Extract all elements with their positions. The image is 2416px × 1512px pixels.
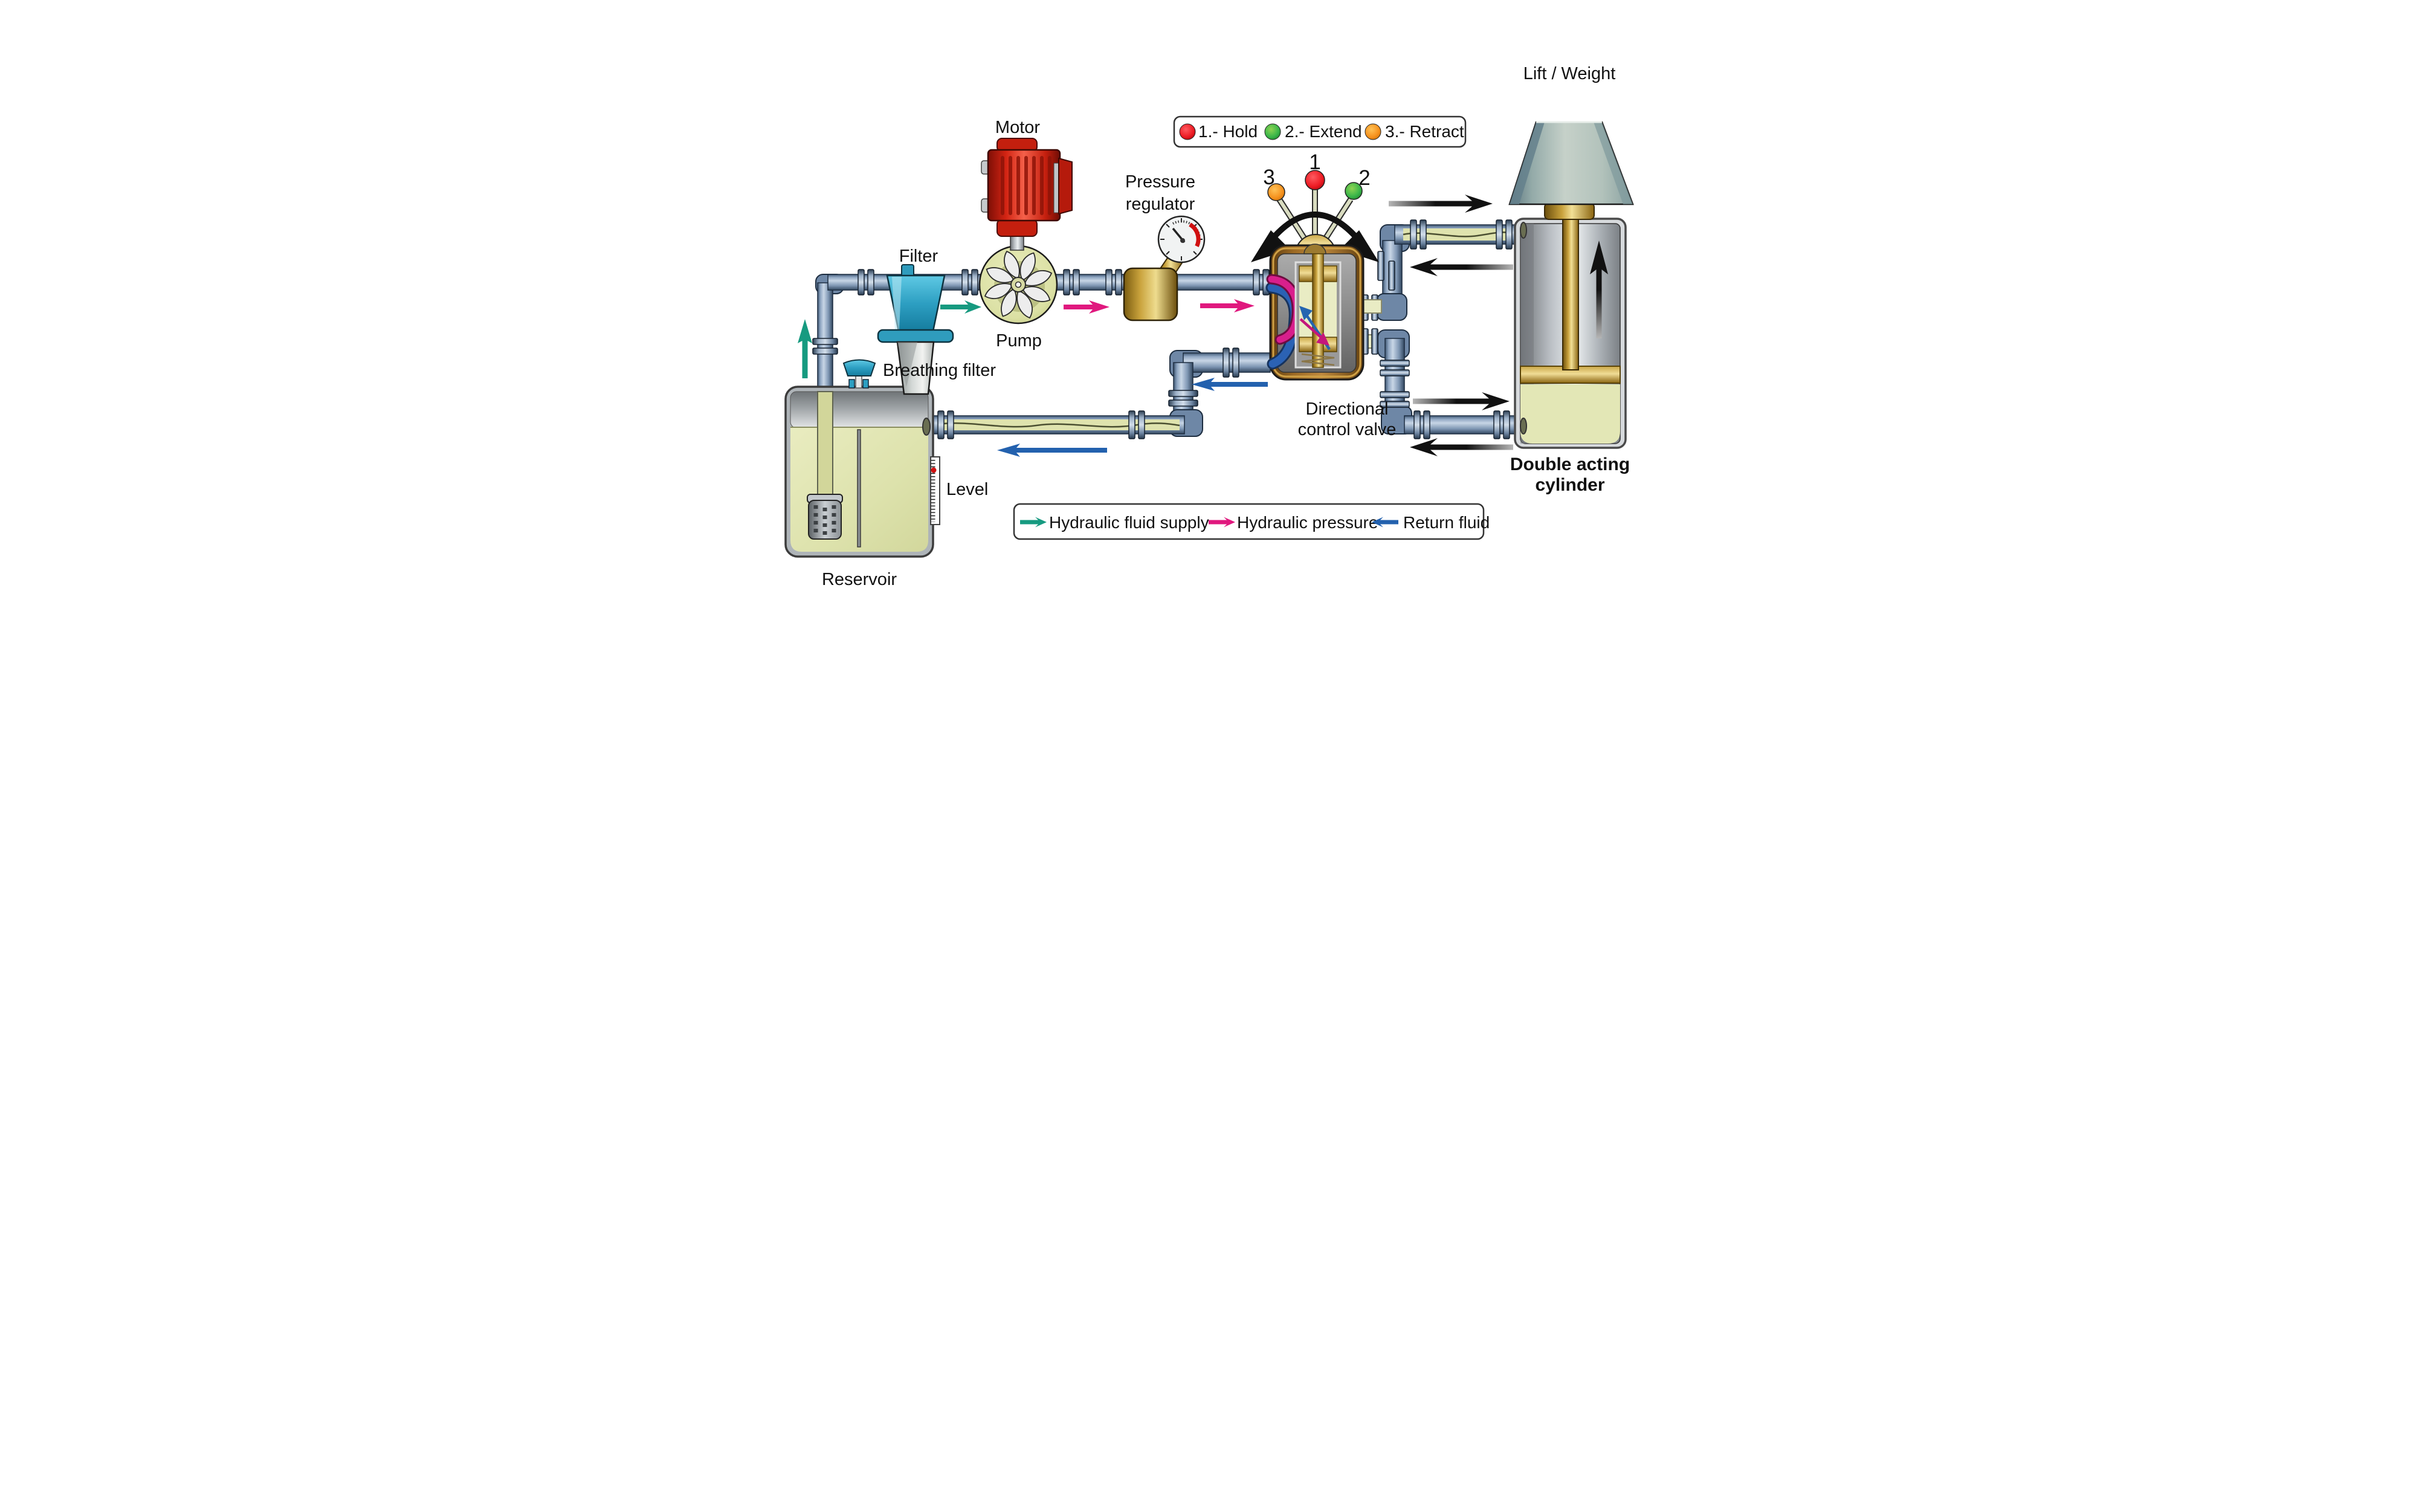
pump <box>978 245 1058 325</box>
motor <box>980 138 1073 251</box>
legend-return-arrow <box>1371 517 1398 528</box>
piston-up-arrow <box>1589 241 1608 338</box>
pressure-gauge <box>1157 215 1205 263</box>
hydraulic-system-diagram: 1.- Hold 2.- Extend 3.- Retract Hydrauli… <box>725 0 1691 604</box>
cylinder-label-2: cylinder <box>1535 475 1604 495</box>
level-label: Level <box>946 480 988 499</box>
lift-weight <box>1508 121 1634 220</box>
legend-hold-label: 1.- Hold <box>1198 122 1258 141</box>
valve-spring <box>1301 353 1334 366</box>
supply-up-arrow <box>797 319 812 378</box>
cylinder-bottom-out-arrow <box>1409 438 1513 456</box>
return-arrow-1 <box>1191 378 1268 391</box>
lever-number-1: 1 <box>1309 150 1320 174</box>
valve-lever-1 <box>1304 170 1325 242</box>
level-gauge <box>929 456 940 525</box>
lever-number-2: 2 <box>1358 166 1370 190</box>
legend-flow-types: Hydraulic fluid supply Hydraulic pressur… <box>1013 503 1490 540</box>
cylinder-fluid <box>1520 384 1620 444</box>
baffle <box>856 429 861 548</box>
valve-flow-indicator-arrows <box>1299 306 1331 351</box>
lift-weight-label: Lift / Weight <box>1523 64 1615 83</box>
pressure-regulator <box>1123 215 1205 321</box>
return-arrow-2 <box>996 444 1107 457</box>
reservoir-label: Reservoir <box>821 570 896 589</box>
valve-label-2: control valve <box>1297 420 1396 439</box>
lever-number-3: 3 <box>1263 166 1274 189</box>
pipe-valve-to-cylinder-top <box>1352 219 1516 321</box>
pressure-arrow-1 <box>1063 300 1109 314</box>
breathing-filter <box>842 359 876 389</box>
cylinder-bottom-in-arrow <box>1412 392 1510 410</box>
motor-fins <box>1000 156 1051 215</box>
lever-swing-arrow <box>1268 212 1361 243</box>
piston-rod <box>1562 218 1579 370</box>
supply-line <box>812 269 1271 392</box>
directional-control-valve <box>1250 170 1379 381</box>
legend-extend-label: 2.- Extend <box>1285 122 1362 141</box>
legend-hold-marker <box>1179 123 1195 140</box>
legend-return-label: Return fluid <box>1403 513 1490 532</box>
pipe-valve-to-cylinder-bottom <box>1352 328 1516 439</box>
supply-right-arrow <box>940 300 981 314</box>
legend-retract-marker <box>1365 123 1381 140</box>
legend-supply-label: Hydraulic fluid supply <box>1049 513 1209 532</box>
cylinder-top-in-arrow <box>1388 195 1493 213</box>
pressure-regulator-label-1: Pressure <box>1125 172 1195 192</box>
legend-extend-marker <box>1264 123 1281 140</box>
legend-supply-arrow <box>1019 517 1047 528</box>
cylinder-top-port <box>1519 222 1527 239</box>
return-line <box>932 347 1271 439</box>
return-inlet-port <box>922 418 931 436</box>
fluid-in-top-pipe <box>1403 228 1512 241</box>
breathing-filter-label: Breathing filter <box>883 361 996 380</box>
cylinder-bottom-port <box>1519 418 1527 435</box>
pressure-regulator-label-2: regulator <box>1125 195 1195 214</box>
cylinder-label-1: Double acting <box>1510 454 1629 474</box>
pump-impeller <box>984 250 1052 319</box>
suction-strainer <box>806 494 843 540</box>
filter <box>877 264 954 395</box>
pressure-arrow-2 <box>1200 299 1255 312</box>
legend-pressure-label: Hydraulic pressure <box>1237 513 1378 532</box>
cylinder-top-out-arrow <box>1409 258 1513 276</box>
motor-label: Motor <box>995 118 1039 137</box>
suction-pipe <box>816 391 833 503</box>
legend-valve-positions: 1.- Hold 2.- Extend 3.- Retract <box>1173 115 1466 148</box>
valve-label-1: Directional <box>1305 399 1388 419</box>
double-acting-cylinder <box>1513 218 1627 449</box>
valve-lever-2 <box>1320 182 1363 244</box>
filter-label: Filter <box>899 247 938 266</box>
pump-label: Pump <box>996 331 1042 351</box>
legend-retract-label: 3.- Retract <box>1385 122 1464 141</box>
gauge-red-zone <box>1188 222 1201 247</box>
reservoir <box>784 359 940 558</box>
legend-pressure-arrow <box>1208 517 1235 528</box>
level-indicator-dot <box>931 467 936 473</box>
